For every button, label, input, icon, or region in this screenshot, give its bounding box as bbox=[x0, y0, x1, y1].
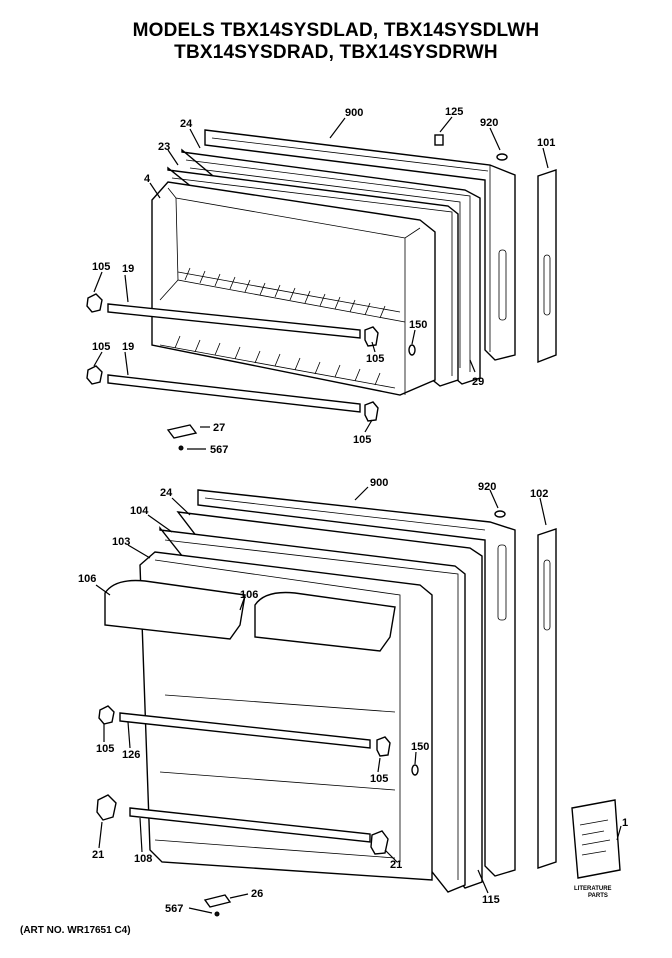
label-567-bottom: 567 bbox=[165, 903, 183, 915]
label-106-b: 106 bbox=[240, 589, 258, 601]
label-4: 4 bbox=[144, 173, 151, 185]
labels-bottom: 900 920 102 24 104 103 106 106 105 126 1… bbox=[78, 477, 628, 915]
label-24-bottom: 24 bbox=[160, 487, 173, 499]
label-125: 125 bbox=[445, 106, 463, 118]
label-101: 101 bbox=[537, 137, 555, 149]
plug-150-top bbox=[408, 344, 416, 356]
leader-lines-top bbox=[93, 116, 549, 450]
label-115: 115 bbox=[482, 894, 500, 906]
shelf-bar-lower bbox=[107, 374, 361, 413]
plug-920-bottom bbox=[494, 510, 506, 518]
label-19-b: 19 bbox=[122, 341, 134, 353]
labels-top: 900 125 920 101 24 23 4 105 19 105 19 15… bbox=[92, 106, 555, 456]
label-23: 23 bbox=[158, 141, 170, 153]
plug-150-bottom bbox=[411, 764, 419, 776]
label-102: 102 bbox=[530, 488, 548, 500]
label-105-b: 105 bbox=[92, 341, 110, 353]
clip-105-d bbox=[364, 401, 379, 422]
handle-trim-101 bbox=[537, 169, 557, 364]
clip-105-f bbox=[376, 736, 391, 757]
dairy-bin-left bbox=[104, 579, 246, 640]
label-105-f: 105 bbox=[370, 773, 388, 785]
label-105-d: 105 bbox=[353, 434, 371, 446]
clip-21-b bbox=[370, 830, 389, 855]
label-105-e: 105 bbox=[96, 743, 114, 755]
title-line-2: TBX14SYSDRAD, TBX14SYSDRWH bbox=[174, 42, 498, 63]
literature-booklet bbox=[571, 799, 621, 879]
clip-105-e bbox=[98, 705, 115, 725]
label-103: 103 bbox=[112, 536, 130, 548]
label-21-a: 21 bbox=[92, 849, 104, 861]
handle-trim-102 bbox=[537, 528, 557, 869]
label-27: 27 bbox=[213, 422, 225, 434]
label-24-top: 24 bbox=[180, 118, 193, 130]
label-150-top: 150 bbox=[409, 319, 427, 331]
bracket-27 bbox=[166, 424, 198, 439]
shelf-bar-upper bbox=[107, 303, 361, 339]
title-line-1: MODELS TBX14SYSDLAD, TBX14SYSDLWH bbox=[132, 20, 540, 41]
label-105-a: 105 bbox=[92, 261, 110, 273]
screw-567-top bbox=[178, 445, 184, 451]
fresh-food-outer-door bbox=[197, 489, 516, 877]
label-106-a: 106 bbox=[78, 573, 96, 585]
clip-105-c bbox=[364, 326, 379, 347]
clip-105-a bbox=[86, 293, 103, 313]
freezer-door-liner bbox=[151, 181, 436, 396]
label-920-top: 920 bbox=[480, 117, 498, 129]
literature-label-line-2: PARTS bbox=[588, 893, 608, 899]
label-900-bottom: 900 bbox=[370, 477, 388, 489]
fresh-food-door-assembly bbox=[96, 489, 621, 917]
label-567-top: 567 bbox=[210, 444, 228, 456]
shelf-bar-108 bbox=[129, 807, 371, 843]
dairy-bin-right bbox=[254, 591, 396, 652]
freezer-outer-door bbox=[204, 129, 516, 361]
label-21-b: 21 bbox=[390, 859, 402, 871]
label-29: 29 bbox=[472, 376, 484, 388]
bracket-26 bbox=[203, 894, 232, 908]
part-125 bbox=[434, 134, 444, 146]
screw-567-bottom bbox=[214, 911, 220, 917]
label-26: 26 bbox=[251, 888, 263, 900]
clip-21-a bbox=[96, 794, 117, 821]
clip-105-b bbox=[86, 365, 103, 385]
literature-label-line-1: LITERATURE bbox=[574, 886, 612, 892]
label-900-top: 900 bbox=[345, 107, 363, 119]
label-105-c: 105 bbox=[366, 353, 384, 365]
label-150-bottom: 150 bbox=[411, 741, 429, 753]
leader-lines-bottom bbox=[95, 486, 622, 914]
label-19-a: 19 bbox=[122, 263, 134, 275]
label-1: 1 bbox=[622, 817, 628, 829]
shelf-bar-126 bbox=[119, 712, 371, 749]
art-number: (ART NO. WR17651 C4) bbox=[20, 925, 131, 936]
label-920-bottom: 920 bbox=[478, 481, 496, 493]
freezer-door-assembly bbox=[86, 129, 557, 451]
plug-920-top bbox=[496, 153, 508, 161]
label-126: 126 bbox=[122, 749, 140, 761]
label-104: 104 bbox=[130, 505, 149, 517]
label-108: 108 bbox=[134, 853, 152, 865]
